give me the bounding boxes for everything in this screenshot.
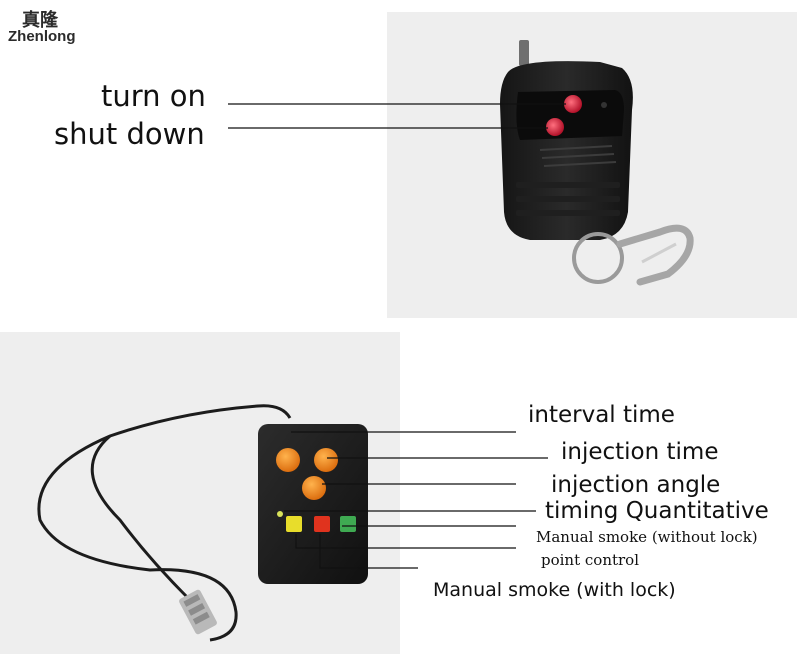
logo-chinese-text: 真隆	[22, 10, 58, 31]
label-manual-smoke-with-lock: Manual smoke (with lock)	[433, 579, 676, 601]
interval-knob-icon	[276, 448, 300, 472]
label-manual-smoke-without-lock: Manual smoke (without lock)	[536, 528, 758, 546]
label-timing-quantitative: timing Quantitative	[545, 498, 769, 524]
label-injection-time: injection time	[561, 439, 719, 465]
label-injection-angle: injection angle	[551, 472, 721, 498]
label-interval-time: interval time	[528, 402, 675, 428]
timing-button	[286, 516, 302, 532]
antenna-icon	[519, 40, 529, 66]
logo-brand-text: Zhenlong	[8, 28, 76, 45]
label-point-control: point control	[541, 551, 640, 569]
keychain-clip-icon	[616, 224, 694, 286]
angle-knob-icon	[302, 476, 326, 500]
power-on-button	[564, 95, 582, 113]
manual-smoke-button	[340, 516, 356, 532]
controller-body	[258, 424, 368, 584]
power-off-button	[546, 118, 564, 136]
key-ring-icon	[572, 232, 624, 284]
label-shut-down: shut down	[54, 117, 205, 151]
controller-leader-lines	[284, 431, 548, 569]
injection-knob-icon	[314, 448, 338, 472]
remote-leader-lines	[228, 103, 566, 129]
remote-photo	[387, 12, 797, 318]
label-turn-on: turn on	[101, 79, 206, 113]
xlr-connector-icon	[179, 589, 217, 635]
controller-photo	[0, 332, 400, 654]
point-control-button	[314, 516, 330, 532]
